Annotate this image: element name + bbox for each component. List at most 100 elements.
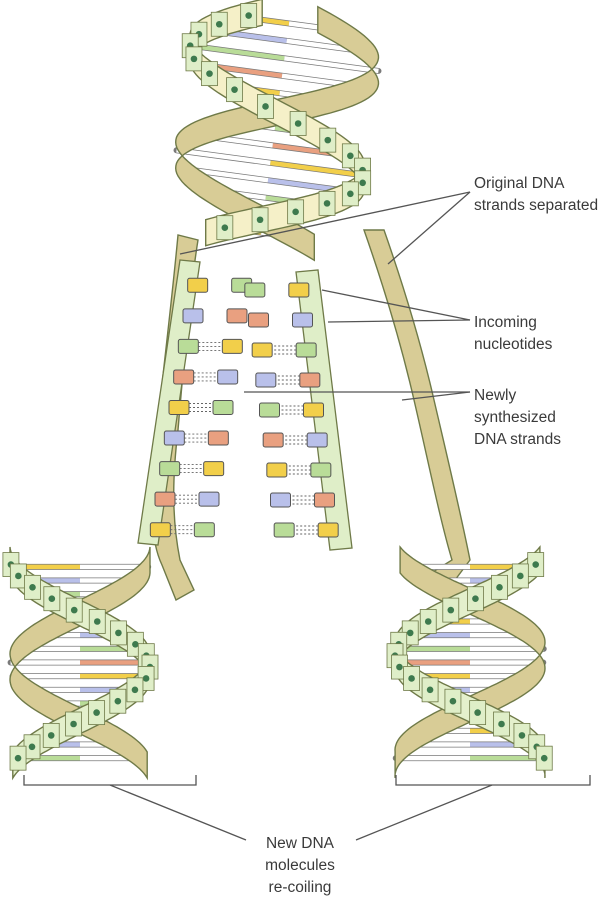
nucleotide-base-icon	[300, 373, 320, 387]
sugar-dot-icon	[29, 743, 36, 750]
nucleotide-base-icon	[315, 493, 335, 507]
sugar-dot-icon	[71, 607, 78, 614]
sugar-dot-icon	[408, 675, 415, 682]
nucleotide-base-icon	[160, 462, 180, 476]
label-incoming-line2: nucleotides	[474, 336, 553, 353]
right-replicating-arm	[245, 270, 352, 550]
sugar-dot-icon	[48, 732, 55, 739]
incoming-nucleotide-icon	[249, 313, 269, 327]
nucleotide-base-icon	[150, 523, 170, 537]
sugar-dot-icon	[93, 709, 100, 716]
nucleotide-base-icon	[318, 523, 338, 537]
sugar-dot-icon	[70, 721, 77, 728]
nucleotide-base-icon	[169, 401, 189, 415]
sugar-dot-icon	[447, 607, 454, 614]
incoming-nucleotide-icon	[227, 309, 247, 323]
sugar-dot-icon	[115, 698, 122, 705]
nucleotide-base-icon	[296, 343, 316, 357]
sugar-dot-icon	[191, 56, 198, 63]
sugar-dot-icon	[519, 732, 526, 739]
incoming-nucleotide-icon	[222, 339, 242, 353]
sugar-dot-icon	[295, 120, 302, 127]
label-newly-line2: synthesized	[474, 409, 556, 426]
right-molecule-bracket	[396, 775, 590, 785]
sugar-dot-icon	[49, 595, 56, 602]
incoming-nucleotide-icon	[218, 370, 238, 384]
sugar-dot-icon	[347, 153, 354, 160]
left-replicating-arm	[138, 260, 252, 545]
incoming-nucleotide-icon	[204, 462, 224, 476]
sugar-dot-icon	[347, 191, 354, 198]
left-molecule-bracket	[24, 775, 196, 785]
sugar-dot-icon	[498, 721, 505, 728]
nucleotide-base-icon	[307, 433, 327, 447]
sugar-dot-icon	[396, 664, 403, 671]
sugar-dot-icon	[245, 12, 252, 19]
leader-original-right	[388, 192, 470, 264]
base-half	[177, 150, 271, 163]
incoming-nucleotide-icon	[267, 463, 287, 477]
nucleotide-base-icon	[188, 278, 208, 292]
right-daughter-helix	[387, 547, 552, 778]
sugar-dot-icon	[143, 675, 150, 682]
sugar-dot-icon	[216, 21, 223, 28]
sugar-dot-icon	[132, 641, 139, 648]
incoming-nucleotide-icon	[213, 401, 233, 415]
sugar-dot-icon	[262, 103, 269, 110]
nucleotide-base-icon	[155, 492, 175, 506]
incoming-nucleotide-icon	[271, 493, 291, 507]
sugar-dot-icon	[222, 224, 229, 231]
label-recoil-line2: molecules	[265, 857, 335, 874]
incoming-nucleotide-icon	[199, 492, 219, 506]
nucleotide-base-icon	[178, 339, 198, 353]
sugar-dot-icon	[257, 216, 264, 223]
incoming-nucleotide-icon	[245, 283, 265, 297]
incoming-nucleotide-icon	[274, 523, 294, 537]
sugar-dot-icon	[324, 137, 331, 144]
incoming-nucleotide-icon	[252, 343, 272, 357]
sugar-dot-icon	[15, 755, 22, 762]
sugar-dot-icon	[94, 618, 101, 625]
sugar-dot-icon	[532, 561, 539, 568]
incoming-nucleotide-icon	[194, 523, 214, 537]
sugar-dot-icon	[407, 630, 414, 637]
sugar-dot-icon	[15, 573, 22, 580]
incoming-nucleotide-icon	[260, 403, 280, 417]
incoming-nucleotide-icon	[208, 431, 228, 445]
sugar-dot-icon	[472, 595, 479, 602]
sugar-dot-icon	[474, 709, 481, 716]
incoming-nucleotide-icon	[263, 433, 283, 447]
parental-double-helix	[176, 0, 379, 260]
label-newly-line3: DNA strands	[474, 431, 561, 448]
nucleotide-base-icon	[164, 431, 184, 445]
nucleotide-base-icon	[293, 313, 313, 327]
sugar-dot-icon	[292, 209, 299, 216]
sugar-dot-icon	[29, 584, 36, 591]
nucleotide-base-icon	[304, 403, 324, 417]
label-incoming-line1: Incoming	[474, 314, 537, 331]
sugar-dot-icon	[132, 687, 139, 694]
sugar-dot-icon	[115, 630, 122, 637]
sugar-dot-icon	[541, 755, 548, 762]
sugar-dot-icon	[427, 687, 434, 694]
incoming-nucleotide-icon	[256, 373, 276, 387]
sugar-dot-icon	[496, 584, 503, 591]
sugar-dot-icon	[231, 86, 238, 93]
label-recoil-line1: New DNA	[266, 835, 335, 852]
nucleotide-base-icon	[183, 309, 203, 323]
sugar-dot-icon	[517, 573, 524, 580]
nucleotide-base-icon	[289, 283, 309, 297]
leader-recoil-right	[356, 785, 492, 840]
sugar-dot-icon	[425, 618, 432, 625]
nucleotide-base-icon	[311, 463, 331, 477]
label-recoil-line3: re-coiling	[269, 879, 332, 896]
nucleotide-base-icon	[174, 370, 194, 384]
right-original-strand	[364, 230, 470, 600]
label-original-line2: strands separated	[474, 197, 598, 214]
sugar-dot-icon	[450, 698, 457, 705]
label-original-line1: Original DNA	[474, 175, 565, 192]
sugar-dot-icon	[324, 200, 331, 207]
label-newly-line1: Newly	[474, 387, 516, 404]
sugar-dot-icon	[206, 70, 213, 77]
